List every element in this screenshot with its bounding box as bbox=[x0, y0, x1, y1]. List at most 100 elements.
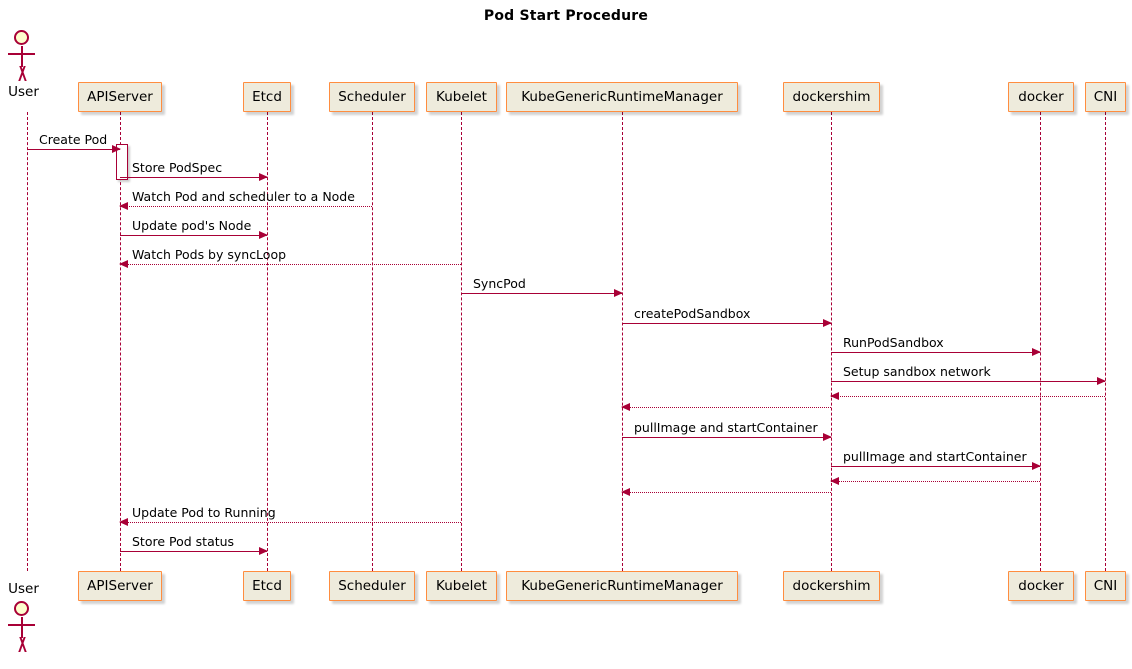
arrow-head-icon bbox=[259, 230, 268, 239]
arrow-head-icon bbox=[112, 144, 121, 153]
message-label: pullImage and startContainer bbox=[634, 420, 818, 435]
message-arrow: pullImage and startContainer bbox=[831, 450, 1041, 470]
arrow-head-icon bbox=[119, 201, 128, 210]
message-arrow bbox=[830, 476, 1040, 485]
arrow-head-icon bbox=[259, 172, 268, 181]
actor-head-icon bbox=[14, 601, 29, 616]
participant-kubelet-bottom[interactable]: Kubelet bbox=[426, 571, 497, 601]
message-arrow: Update pod's Node bbox=[120, 219, 268, 239]
arrow-head-icon bbox=[1032, 461, 1041, 470]
lifeline-user bbox=[27, 112, 28, 571]
message-arrow: Watch Pods by syncLoop bbox=[119, 248, 461, 268]
participant-apiserver-top[interactable]: APIServer bbox=[78, 82, 162, 112]
message-arrow: Store Pod status bbox=[120, 535, 268, 555]
lifeline-kubelet bbox=[461, 112, 462, 571]
message-label: Create Pod bbox=[39, 132, 108, 147]
message-arrow: Watch Pod and scheduler to a Node bbox=[119, 190, 372, 210]
arrow-head-icon bbox=[119, 259, 128, 268]
participant-scheduler-top[interactable]: Scheduler bbox=[329, 82, 415, 112]
arrow-line bbox=[461, 293, 622, 294]
message-arrow bbox=[621, 487, 831, 496]
arrow-line bbox=[120, 235, 267, 236]
activation-bar-apiserver bbox=[116, 144, 128, 180]
message-arrow: Store PodSpec bbox=[120, 161, 268, 181]
actor-arms-icon bbox=[8, 53, 35, 55]
arrow-line bbox=[831, 381, 1105, 382]
message-label: pullImage and startContainer bbox=[843, 449, 1027, 464]
actor-arms-icon bbox=[8, 624, 35, 626]
arrow-head-icon bbox=[823, 432, 832, 441]
message-arrow bbox=[621, 402, 831, 411]
message-label: createPodSandbox bbox=[634, 306, 751, 321]
message-arrow: pullImage and startContainer bbox=[622, 421, 832, 441]
actor-body-icon bbox=[21, 46, 23, 67]
arrow-line bbox=[622, 407, 831, 408]
message-label: Update Pod to Running bbox=[132, 505, 276, 520]
arrow-head-icon bbox=[823, 318, 832, 327]
arrow-line bbox=[831, 396, 1105, 397]
lifeline-etcd bbox=[267, 112, 268, 571]
arrow-line bbox=[120, 264, 461, 265]
actor-label-top: User bbox=[8, 84, 39, 100]
arrow-head-icon bbox=[119, 517, 128, 526]
lifeline-apiserver bbox=[120, 112, 121, 571]
arrow-head-icon bbox=[621, 487, 630, 496]
arrow-head-icon bbox=[1097, 376, 1106, 385]
actor-head-icon bbox=[14, 30, 29, 45]
lifeline-dockershim bbox=[831, 112, 832, 571]
participant-kubegenericruntimemanager-bottom[interactable]: KubeGenericRuntimeManager bbox=[506, 571, 738, 601]
participant-kubegenericruntimemanager-top[interactable]: KubeGenericRuntimeManager bbox=[506, 82, 738, 112]
message-label: Watch Pod and scheduler to a Node bbox=[132, 189, 355, 204]
participant-apiserver-bottom[interactable]: APIServer bbox=[78, 571, 162, 601]
message-label: Update pod's Node bbox=[132, 218, 252, 233]
lifeline-kubegenericruntimemanager bbox=[622, 112, 623, 571]
lifeline-scheduler bbox=[372, 112, 373, 571]
participant-etcd-top[interactable]: Etcd bbox=[243, 82, 291, 112]
arrow-head-icon bbox=[1032, 347, 1041, 356]
participant-cni-bottom[interactable]: CNI bbox=[1085, 571, 1126, 601]
participant-kubelet-top[interactable]: Kubelet bbox=[426, 82, 497, 112]
message-label: SyncPod bbox=[473, 276, 526, 291]
arrow-head-icon bbox=[259, 546, 268, 555]
participant-scheduler-bottom[interactable]: Scheduler bbox=[329, 571, 415, 601]
participant-dockershim-bottom[interactable]: dockershim bbox=[783, 571, 880, 601]
actor-user-bottom: User bbox=[5, 581, 50, 669]
arrow-head-icon bbox=[830, 391, 839, 400]
lifeline-cni bbox=[1105, 112, 1106, 571]
message-arrow: createPodSandbox bbox=[622, 307, 832, 327]
message-label: Store PodSpec bbox=[132, 160, 223, 175]
actor-body-icon bbox=[21, 617, 23, 638]
participant-docker-bottom[interactable]: docker bbox=[1008, 571, 1074, 601]
arrow-line bbox=[120, 177, 267, 178]
message-arrow: RunPodSandbox bbox=[831, 336, 1041, 356]
participant-docker-top[interactable]: docker bbox=[1008, 82, 1074, 112]
arrow-line bbox=[622, 437, 831, 438]
message-label: Setup sandbox network bbox=[843, 364, 991, 379]
arrow-line bbox=[831, 466, 1040, 467]
message-arrow: Setup sandbox network bbox=[831, 365, 1106, 385]
arrow-line bbox=[120, 522, 461, 523]
arrow-line bbox=[622, 492, 831, 493]
message-label: RunPodSandbox bbox=[843, 335, 944, 350]
message-label: Store Pod status bbox=[132, 534, 235, 549]
message-arrow: SyncPod bbox=[461, 277, 623, 297]
participant-etcd-bottom[interactable]: Etcd bbox=[243, 571, 291, 601]
arrow-head-icon bbox=[830, 476, 839, 485]
message-label: Watch Pods by syncLoop bbox=[132, 247, 287, 262]
participant-dockershim-top[interactable]: dockershim bbox=[783, 82, 880, 112]
actor-user-top: User bbox=[5, 30, 50, 100]
message-arrow bbox=[830, 391, 1105, 400]
lifeline-docker bbox=[1040, 112, 1041, 571]
message-arrow: Create Pod bbox=[27, 133, 121, 153]
arrow-line bbox=[831, 352, 1040, 353]
arrow-line bbox=[27, 149, 120, 150]
arrow-head-icon bbox=[621, 402, 630, 411]
arrow-line bbox=[120, 206, 372, 207]
arrow-line bbox=[120, 551, 267, 552]
arrow-line bbox=[831, 481, 1040, 482]
diagram-title: Pod Start Procedure bbox=[483, 8, 649, 24]
actor-label-bottom: User bbox=[8, 581, 39, 597]
arrow-line bbox=[622, 323, 831, 324]
participant-cni-top[interactable]: CNI bbox=[1085, 82, 1126, 112]
